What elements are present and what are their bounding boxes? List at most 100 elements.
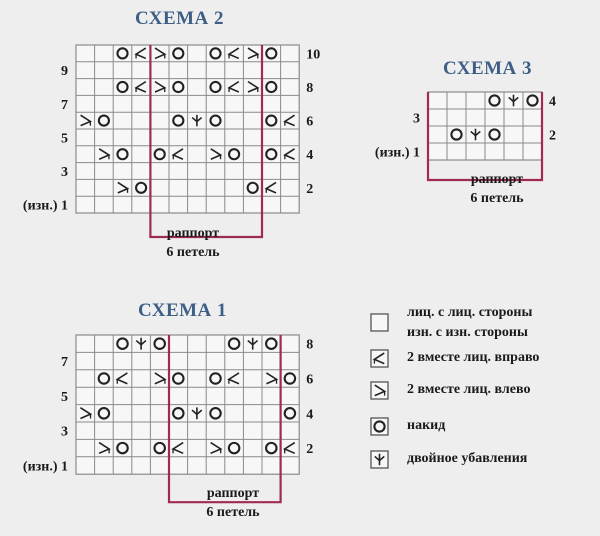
rapport-caption-line: 6 петель bbox=[470, 191, 524, 206]
k2tog-left-icon bbox=[247, 47, 260, 60]
double-decrease-icon bbox=[374, 453, 385, 466]
row-number-label: 3 bbox=[413, 112, 420, 127]
row-number-label: 7 bbox=[61, 355, 68, 370]
grid-lines bbox=[428, 92, 542, 160]
yarn-over-icon bbox=[265, 80, 278, 94]
yarn-over-icon bbox=[209, 407, 222, 420]
double-decrease-icon bbox=[508, 94, 519, 107]
k2tog-left-icon bbox=[80, 114, 93, 127]
yarn-over-icon bbox=[97, 114, 110, 127]
rapport-caption-line: раппорт bbox=[166, 226, 220, 241]
yarn-over-icon bbox=[153, 441, 166, 455]
rapport-caption-line: раппорт bbox=[206, 486, 260, 501]
double-decrease-icon bbox=[191, 407, 203, 420]
row-number-label: 5 bbox=[61, 390, 68, 405]
k2tog-left-icon bbox=[370, 381, 389, 400]
k2tog-right-icon bbox=[134, 80, 147, 93]
yarn-over-icon bbox=[172, 372, 185, 385]
k2tog-right-icon bbox=[283, 148, 296, 160]
k2tog-right-icon bbox=[227, 80, 240, 93]
yarn-over-icon bbox=[172, 407, 185, 420]
yarn-over-icon bbox=[228, 148, 241, 161]
row-number-label: (изн.) 1 bbox=[23, 199, 68, 214]
k2tog-right-icon bbox=[282, 441, 296, 455]
scheme-1-title: СХЕМА 1 bbox=[138, 300, 228, 321]
yarn-over-icon bbox=[526, 94, 539, 107]
scheme-2-rapport-caption: раппорт 6 петель bbox=[150, 224, 236, 262]
k2tog-right-icon bbox=[134, 47, 147, 60]
row-number-label: 4 bbox=[306, 148, 313, 163]
k2tog-right-icon bbox=[227, 372, 240, 385]
yarn-over-icon bbox=[153, 148, 166, 161]
double-decrease-icon bbox=[191, 114, 203, 127]
yarn-over-icon bbox=[450, 128, 463, 141]
yarn-over-icon bbox=[227, 441, 241, 455]
scheme-2-title: СХЕМА 2 bbox=[135, 8, 225, 29]
yarn-over-icon bbox=[488, 128, 501, 141]
yarn-over-icon bbox=[116, 47, 129, 60]
yarn-over-icon bbox=[370, 417, 389, 436]
yarn-over-icon bbox=[97, 407, 111, 420]
row-number-label: 9 bbox=[61, 64, 68, 79]
rapport-bracket bbox=[167, 335, 282, 504]
k2tog-left-icon bbox=[154, 80, 167, 93]
double-decrease-icon bbox=[370, 450, 389, 469]
yarn-over-icon bbox=[265, 114, 278, 127]
yarn-over-icon bbox=[209, 47, 222, 60]
legend-row-k2-left: 2 вместе лиц. влево bbox=[369, 380, 594, 402]
yarn-over-icon bbox=[153, 337, 166, 350]
row-number-label: 2 bbox=[549, 129, 556, 144]
double-decrease-icon bbox=[470, 128, 481, 141]
row-number-label: 2 bbox=[306, 442, 313, 457]
k2tog-left-icon bbox=[374, 384, 387, 397]
row-number-label: (изн.) 1 bbox=[23, 460, 68, 475]
row-number-label: 8 bbox=[306, 81, 313, 96]
legend-text: 2 вместе лиц. вправо bbox=[407, 350, 540, 365]
row-number-label: 10 bbox=[306, 47, 320, 62]
row-number-label: 4 bbox=[306, 407, 313, 422]
row-number-label: 8 bbox=[306, 338, 313, 353]
row-number-label: 3 bbox=[61, 425, 68, 440]
yarn-over-icon bbox=[373, 420, 386, 433]
yarn-over-icon bbox=[116, 337, 129, 350]
row-number-label: 5 bbox=[61, 131, 68, 146]
k2tog-left-icon bbox=[154, 47, 167, 60]
legend-text: лиц. с лиц. стороны bbox=[407, 305, 533, 320]
scheme-3-title: СХЕМА 3 bbox=[443, 58, 533, 79]
legend-text: накид bbox=[407, 418, 446, 433]
k2tog-left-icon bbox=[247, 80, 260, 93]
yarn-over-icon bbox=[488, 94, 501, 107]
k2tog-right-icon bbox=[171, 441, 184, 455]
row-number-label: 6 bbox=[306, 373, 313, 388]
yarn-over-icon bbox=[209, 80, 222, 94]
yarn-over-icon bbox=[265, 47, 278, 60]
legend-text: изн. с изн. стороны bbox=[407, 325, 528, 340]
k2tog-right-icon bbox=[227, 47, 240, 60]
yarn-over-icon bbox=[209, 372, 222, 385]
yarn-over-icon bbox=[283, 372, 297, 385]
row-number-label: 7 bbox=[61, 98, 68, 113]
yarn-over-icon bbox=[116, 80, 129, 94]
row-number-label: (изн.) 1 bbox=[375, 146, 420, 161]
legend-text: двойное убавления bbox=[407, 451, 528, 466]
k2tog-right-icon bbox=[370, 349, 389, 368]
k2tog-left-icon bbox=[98, 441, 111, 455]
k2tog-right-icon bbox=[372, 352, 385, 365]
k2tog-right-icon bbox=[171, 148, 184, 160]
k2tog-left-icon bbox=[98, 148, 111, 160]
k2tog-left-icon bbox=[117, 181, 130, 194]
k2tog-right-icon bbox=[115, 372, 128, 385]
legend-row-knit-purl: лиц. с лиц. стороны изн. с изн. стороны bbox=[369, 303, 594, 347]
yarn-over-icon bbox=[209, 114, 222, 127]
k2tog-right-icon bbox=[283, 114, 296, 127]
scheme-3-rapport-caption: раппорт 6 петель bbox=[451, 170, 543, 208]
yarn-over-icon bbox=[265, 337, 278, 350]
yarn-over-icon bbox=[227, 337, 241, 350]
legend-row-double-decrease: двойное убавления bbox=[369, 449, 594, 471]
yarn-over-icon bbox=[116, 441, 129, 455]
k2tog-left-icon bbox=[210, 441, 223, 455]
legend-row-yarn-over: накид bbox=[369, 416, 594, 438]
row-number-label: 3 bbox=[61, 165, 68, 180]
